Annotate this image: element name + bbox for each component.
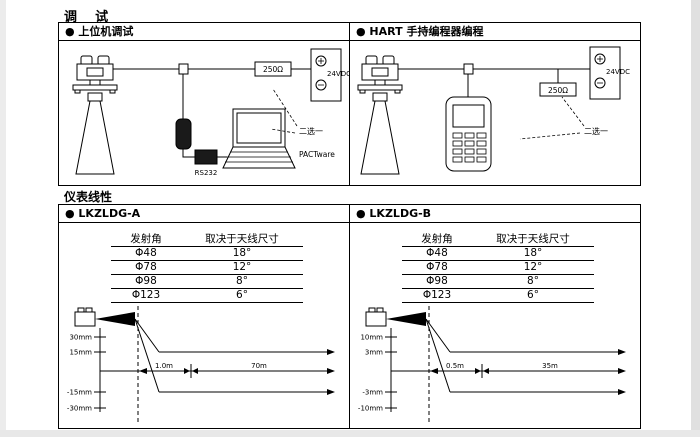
panel-lkzldg-b: ● LKZLDG-B 发射角 取决于天线尺寸 Φ48 18° Φ78 12° Φ… (349, 205, 640, 428)
section-title-linearity: 仪表线性 (64, 190, 113, 204)
panel-host-debug: ● 上位机调试 (59, 23, 350, 185)
wire-connector (178, 63, 189, 75)
cell-antenna: Φ48 (111, 246, 181, 261)
cell-antenna: Φ78 (402, 260, 472, 275)
cell-angle: 12° (472, 260, 594, 275)
cell-antenna: Φ98 (402, 274, 472, 289)
choose-dash-1 (272, 88, 298, 127)
choose-one-label: 二选一 (584, 126, 608, 136)
far-distance-label: 70m (251, 362, 267, 370)
page-edge-right (691, 0, 700, 437)
table-row: Φ48 18° (111, 246, 303, 261)
cell-angle: 8° (472, 274, 594, 289)
cell-antenna: Φ98 (111, 274, 181, 289)
near-distance-label: 0.5m (446, 362, 464, 370)
rs232-converter (194, 149, 218, 165)
host-debug-diagram: RS232 PACTware 250Ω (72, 48, 350, 177)
cell-angle: 6° (181, 288, 303, 303)
rs232-label: RS232 (195, 169, 218, 177)
radar-transmitter (72, 55, 118, 175)
cell-antenna: Φ78 (111, 260, 181, 275)
page-edge-left (0, 0, 6, 437)
table-row: Φ98 8° (111, 274, 303, 289)
beam-offset-label: -15mm (67, 389, 92, 397)
near-distance-label: 1.0m (155, 362, 173, 370)
beam-offset-label: 3mm (365, 349, 383, 357)
beam-offset-label: -30mm (67, 405, 92, 413)
beam-offset-label: -3mm (362, 389, 383, 397)
far-distance-label: 35m (542, 362, 558, 370)
cell-antenna: Φ123 (111, 288, 181, 303)
cell-angle: 12° (181, 260, 303, 275)
linearity-box: ● LKZLDG-A 发射角 取决于天线尺寸 Φ48 18° Φ78 12° Φ… (58, 204, 641, 429)
panel-title-host-debug: ● 上位机调试 (59, 23, 349, 41)
panel-lkzldg-a: ● LKZLDG-A 发射角 取决于天线尺寸 Φ48 18° Φ78 12° Φ… (59, 205, 349, 428)
vdc-label: 24VDC (606, 68, 630, 76)
power-terminal (310, 48, 342, 102)
table-header-row: 发射角 取决于天线尺寸 (111, 233, 303, 247)
table-row: Φ123 6° (402, 288, 594, 303)
cell-angle: 6° (472, 288, 594, 303)
vdc-label: 24VDC (327, 70, 350, 78)
beam-offset-label: 30mm (69, 334, 92, 342)
beam-angle-table: 发射角 取决于天线尺寸 Φ48 18° Φ78 12° Φ98 8° Φ123 (111, 233, 303, 303)
sensor-icon (74, 307, 135, 327)
choose-dash-1 (561, 96, 585, 127)
col-header-size: 取决于天线尺寸 (181, 233, 303, 247)
section-title-debug: 调 试 (64, 10, 109, 25)
col-header-angle: 发射角 (111, 233, 181, 247)
beam-offset-label: -10mm (358, 405, 383, 413)
choose-one-label: 二选一 (299, 126, 323, 136)
beam-offset-label: 15mm (69, 349, 92, 357)
accuracy-diagram-a: 30mm 15mm -15mm -30mm (67, 306, 335, 424)
laptop (222, 108, 296, 169)
table-row: Φ98 8° (402, 274, 594, 289)
table-row: Φ78 12° (111, 260, 303, 275)
accuracy-diagram-b: 10mm 3mm -3mm -10mm (358, 306, 626, 424)
table-header-row: 发射角 取决于天线尺寸 (402, 233, 594, 247)
hart-modem (175, 118, 192, 150)
cell-antenna: Φ48 (402, 246, 472, 261)
cell-angle: 18° (472, 246, 594, 261)
beam-offset-label: 10mm (360, 334, 383, 342)
debug-box: ● 上位机调试 (58, 22, 641, 186)
table-row: Φ123 6° (111, 288, 303, 303)
panel-title-hart-programming: ● HART 手持编程器编程 (350, 23, 640, 41)
hart-programming-diagram: 250Ω 24VDC 二选一 (357, 46, 630, 175)
choose-dash-2 (519, 132, 581, 140)
resistor-label: 250Ω (548, 86, 568, 95)
col-header-size: 取决于天线尺寸 (472, 233, 594, 247)
radar-transmitter (357, 55, 403, 175)
panel-hart-programming: ● HART 手持编程器编程 (349, 23, 640, 185)
table-row: Φ78 12° (402, 260, 594, 275)
hart-communicator (445, 96, 492, 172)
beam-angle-table: 发射角 取决于天线尺寸 Φ48 18° Φ78 12° Φ98 8° Φ123 (402, 233, 594, 303)
sensor-icon (365, 307, 426, 327)
resistor-label: 250Ω (263, 65, 283, 74)
resistor-box (539, 82, 577, 97)
col-header-angle: 发射角 (402, 233, 472, 247)
cell-antenna: Φ123 (402, 288, 472, 303)
cell-angle: 8° (181, 274, 303, 289)
page-edge-bottom (0, 430, 700, 437)
panel-title-lkzldg-a: ● LKZLDG-A (59, 205, 349, 223)
pactware-label: PACTware (299, 150, 335, 159)
power-terminal (589, 46, 621, 100)
panel-title-lkzldg-b: ● LKZLDG-B (350, 205, 640, 223)
table-row: Φ48 18° (402, 246, 594, 261)
cell-angle: 18° (181, 246, 303, 261)
wire-connector (463, 63, 474, 75)
choose-dash-2 (270, 128, 296, 134)
